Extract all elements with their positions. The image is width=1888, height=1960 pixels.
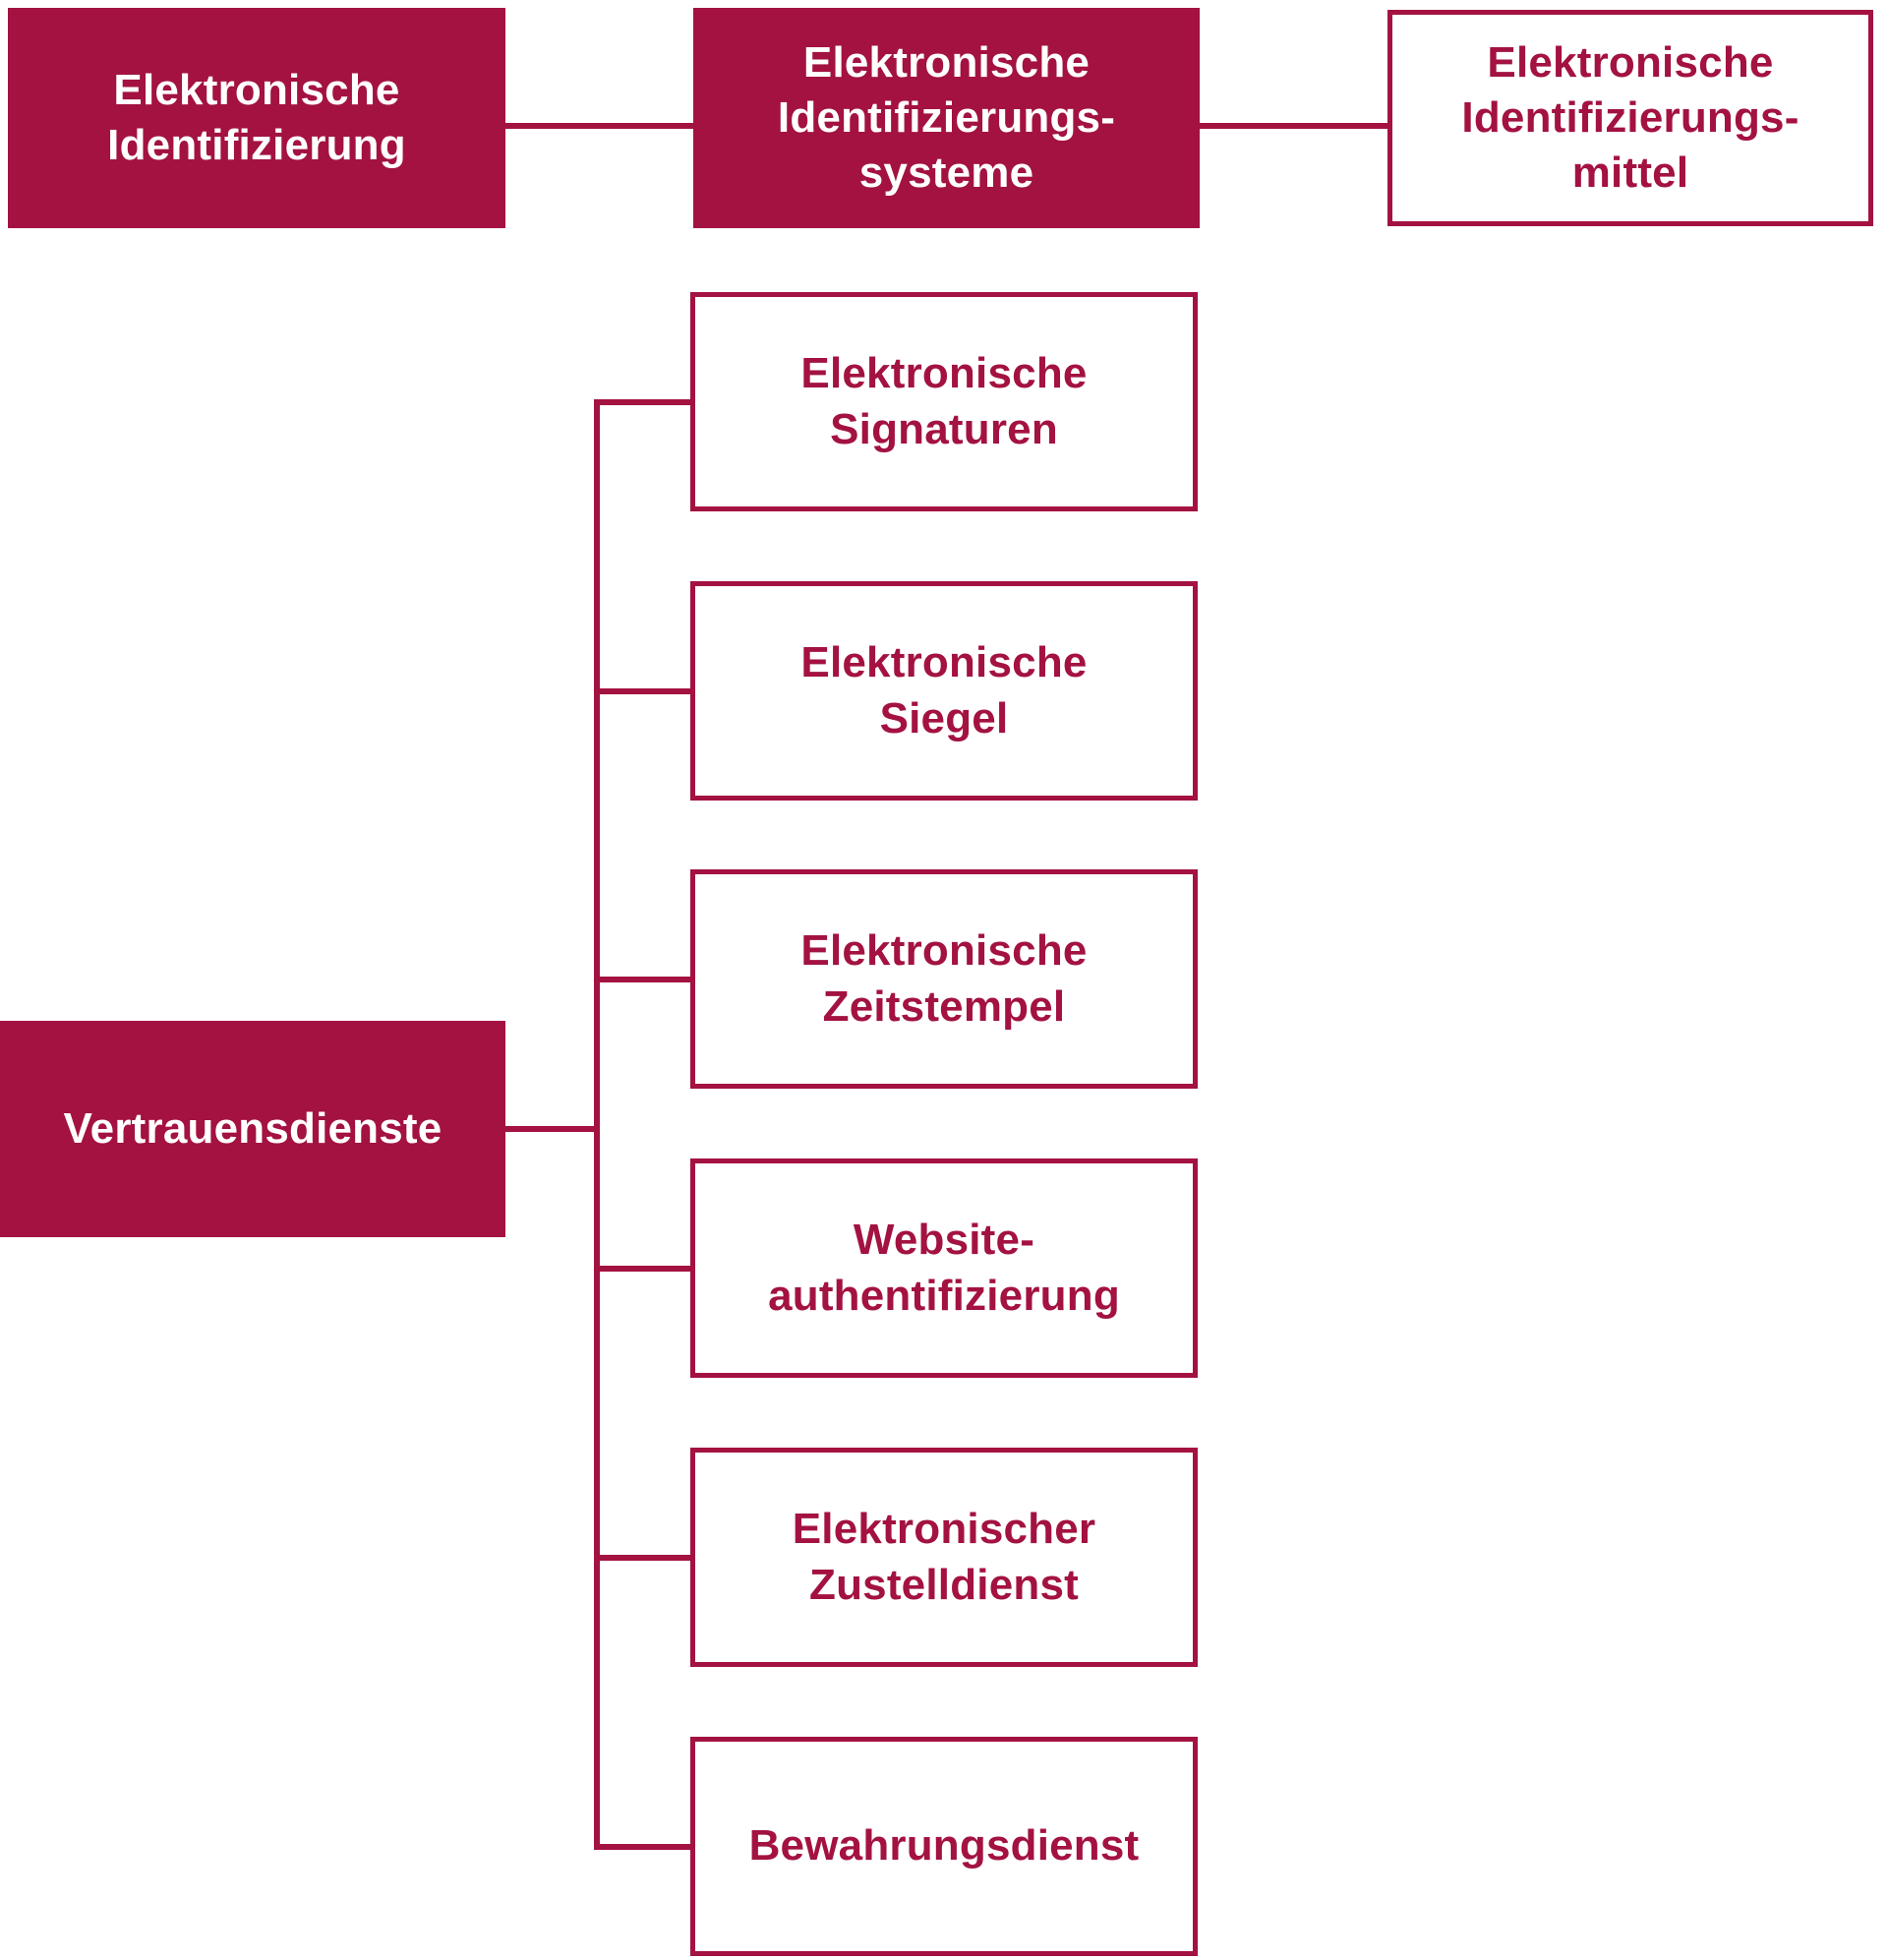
node-elektronischer-zustelldienst: Elektronischer Zustelldienst bbox=[690, 1448, 1198, 1667]
branch-line-zustelldienst bbox=[594, 1555, 690, 1561]
branch-line-websiteauthentifizierung bbox=[594, 1266, 690, 1272]
node-elektronische-identifizierung: Elektronische Identifizierung bbox=[8, 8, 505, 228]
node-website-authentifizierung: Website- authentifizierung bbox=[690, 1158, 1198, 1378]
branch-line-signaturen bbox=[594, 399, 690, 405]
connector-systeme-to-mittel bbox=[1200, 123, 1387, 129]
branch-line-siegel bbox=[594, 688, 690, 694]
connector-identifizierung-to-systeme bbox=[505, 123, 693, 129]
node-elektronische-identifizierungsmittel: Elektronische Identifizierungs- mittel bbox=[1387, 10, 1873, 226]
node-elektronische-identifizierungssysteme: Elektronische Identifizierungs- systeme bbox=[693, 8, 1200, 228]
node-vertrauensdienste: Vertrauensdienste bbox=[0, 1021, 505, 1237]
connector-vertrauensdienste-to-trunk bbox=[505, 1126, 594, 1132]
node-elektronische-signaturen: Elektronische Signaturen bbox=[690, 292, 1198, 511]
branch-line-bewahrungsdienst bbox=[594, 1844, 690, 1850]
node-bewahrungsdienst: Bewahrungsdienst bbox=[690, 1737, 1198, 1956]
trunk-line bbox=[594, 399, 600, 1850]
node-elektronische-siegel: Elektronische Siegel bbox=[690, 581, 1198, 801]
branch-line-zeitstempel bbox=[594, 977, 690, 982]
node-elektronische-zeitstempel: Elektronische Zeitstempel bbox=[690, 869, 1198, 1089]
